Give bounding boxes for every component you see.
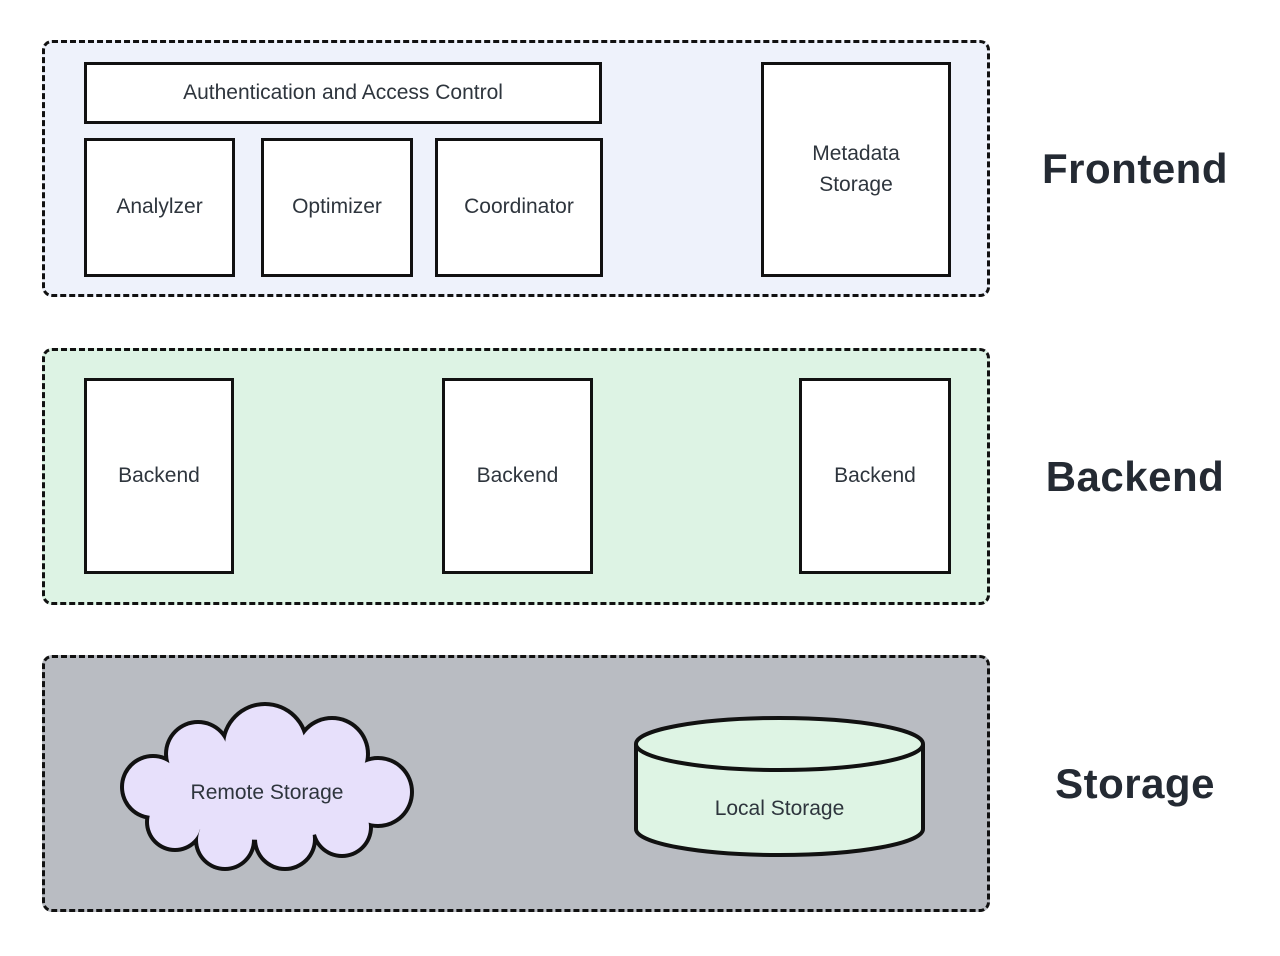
auth-access-control-label: Authentication and Access Control xyxy=(183,80,503,104)
metadata-storage-node: Metadata Storage xyxy=(761,62,951,277)
backend-node-2: Backend xyxy=(442,378,593,574)
backend-node-1: Backend xyxy=(84,378,234,574)
frontend-section: Authentication and Access Control Analyl… xyxy=(42,40,990,297)
local-storage-label: Local Storage xyxy=(715,797,845,820)
analyzer-node: Analylzer xyxy=(84,138,235,277)
remote-storage-label: Remote Storage xyxy=(191,781,344,804)
backend-section: Backend Backend Backend xyxy=(42,348,990,605)
metadata-storage-label: Metadata Storage xyxy=(812,142,900,196)
backend-node-1-label: Backend xyxy=(118,463,200,487)
auth-access-control-node: Authentication and Access Control xyxy=(84,62,602,124)
local-storage-cylinder-icon: Local Storage xyxy=(634,716,925,857)
backend-node-3-label: Backend xyxy=(834,463,916,487)
optimizer-label: Optimizer xyxy=(292,195,382,219)
backend-node-3: Backend xyxy=(799,378,951,574)
coordinator-label: Coordinator xyxy=(464,195,574,219)
analyzer-label: Analylzer xyxy=(116,195,203,219)
coordinator-node: Coordinator xyxy=(435,138,603,277)
storage-section: Remote Storage Local Storage xyxy=(42,655,990,912)
backend-section-title: Backend xyxy=(1045,452,1225,500)
optimizer-node: Optimizer xyxy=(261,138,413,277)
remote-storage-cloud-icon: Remote Storage xyxy=(120,702,414,871)
frontend-section-title: Frontend xyxy=(1042,144,1228,192)
backend-node-2-label: Backend xyxy=(476,463,559,487)
storage-section-title: Storage xyxy=(1055,759,1215,807)
